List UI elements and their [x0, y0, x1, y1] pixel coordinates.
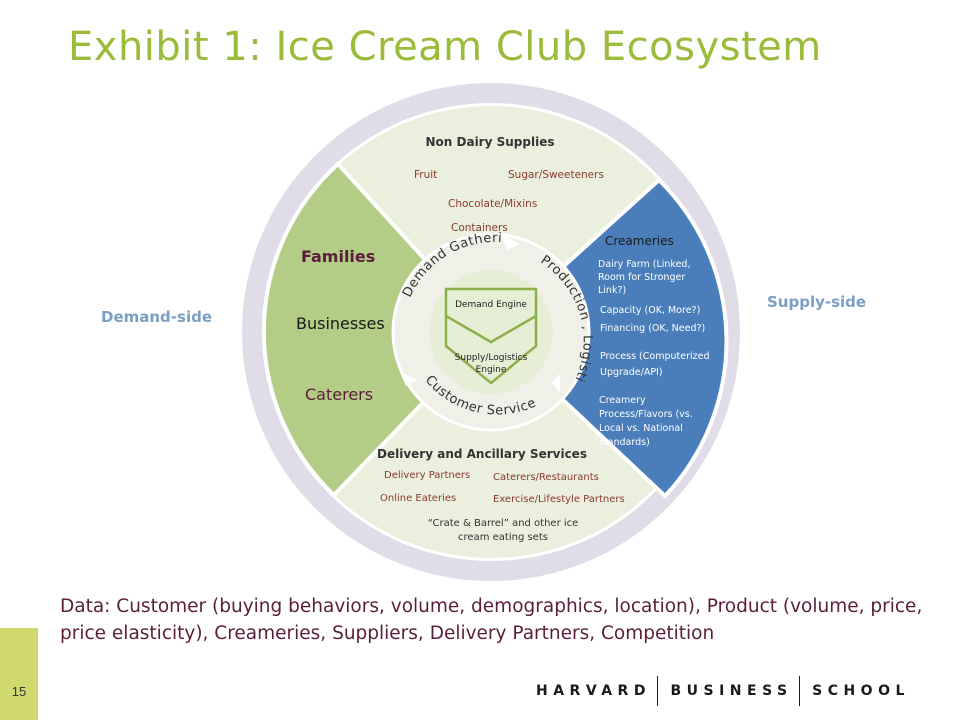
demand-side-label: Demand-side	[101, 308, 212, 326]
supply-item-fruit: Fruit	[414, 169, 437, 181]
financing-label: Financing (OK, Need?)	[600, 323, 705, 334]
creamery-process-line2: Process/Flavors (vs.	[599, 409, 693, 420]
demand-engine-label: Demand Engine	[455, 300, 527, 310]
engine-shape	[444, 287, 538, 385]
creameries-segment	[488, 177, 729, 499]
caterers-label: Caterers	[305, 385, 373, 404]
process-line1: Process (Computerized	[600, 351, 710, 362]
creamery-process-line4: standards)	[599, 437, 650, 448]
process-line2: Upgrade/API)	[600, 367, 663, 378]
supply-item-containers: Containers	[451, 222, 508, 234]
businesses-label: Businesses	[296, 314, 385, 333]
page-number-bar	[0, 628, 38, 720]
supply-engine-label-2: Engine	[476, 365, 507, 375]
brand-word-school: SCHOOL	[812, 683, 910, 699]
supply-item-chocolate: Chocolate/Mixins	[448, 198, 537, 210]
ring-arrow-top	[500, 234, 520, 250]
delivery-heading: Delivery and Ancillary Services	[377, 447, 587, 461]
dairy-farm-line1: Dairy Farm (Linked,	[598, 259, 690, 270]
brand-word-business: BUSINESS	[670, 683, 793, 699]
engine-divider	[445, 314, 537, 344]
page-title: Exhibit 1: Ice Cream Club Ecosystem	[68, 24, 822, 70]
brand-word-harvard: HARVARD	[536, 683, 651, 699]
families-label: Families	[301, 247, 375, 266]
creamery-process-line1: Creamery	[599, 395, 646, 406]
crate-barrel-line2: cream eating sets	[458, 532, 548, 543]
brand-separator-2	[798, 676, 801, 706]
exercise-partners-label: Exercise/Lifestyle Partners	[493, 494, 625, 505]
creamery-process-line3: Local vs. National	[599, 423, 683, 434]
capacity-label: Capacity (OK, More?)	[600, 305, 700, 316]
ring-arrow-right	[552, 374, 560, 394]
page-number: 15	[11, 684, 27, 699]
dairy-farm-line3: Link?)	[598, 285, 626, 296]
crate-barrel-line1: “Crate & Barrel” and other ice	[428, 518, 579, 529]
supply-engine-label-1: Supply/Logistics	[455, 353, 528, 363]
supply-side-label: Supply-side	[767, 293, 867, 311]
online-eateries-label: Online Eateries	[380, 493, 456, 504]
supply-item-sugar: Sugar/Sweeteners	[508, 169, 604, 181]
brand-separator-1	[656, 676, 659, 706]
dairy-farm-line2: Room for Stronger	[598, 272, 685, 283]
hbs-logo: HARVARD BUSINESS SCHOOL	[536, 676, 910, 706]
data-footnote: Data: Customer (buying behaviors, volume…	[60, 596, 923, 644]
caterers-restaurants-label: Caterers/Restaurants	[493, 472, 599, 483]
delivery-partners-label: Delivery Partners	[384, 470, 470, 481]
ring-arrow-left	[400, 372, 418, 386]
demand-segment	[261, 161, 494, 498]
creameries-heading: Creameries	[605, 234, 674, 248]
non-dairy-heading: Non Dairy Supplies	[426, 135, 555, 149]
